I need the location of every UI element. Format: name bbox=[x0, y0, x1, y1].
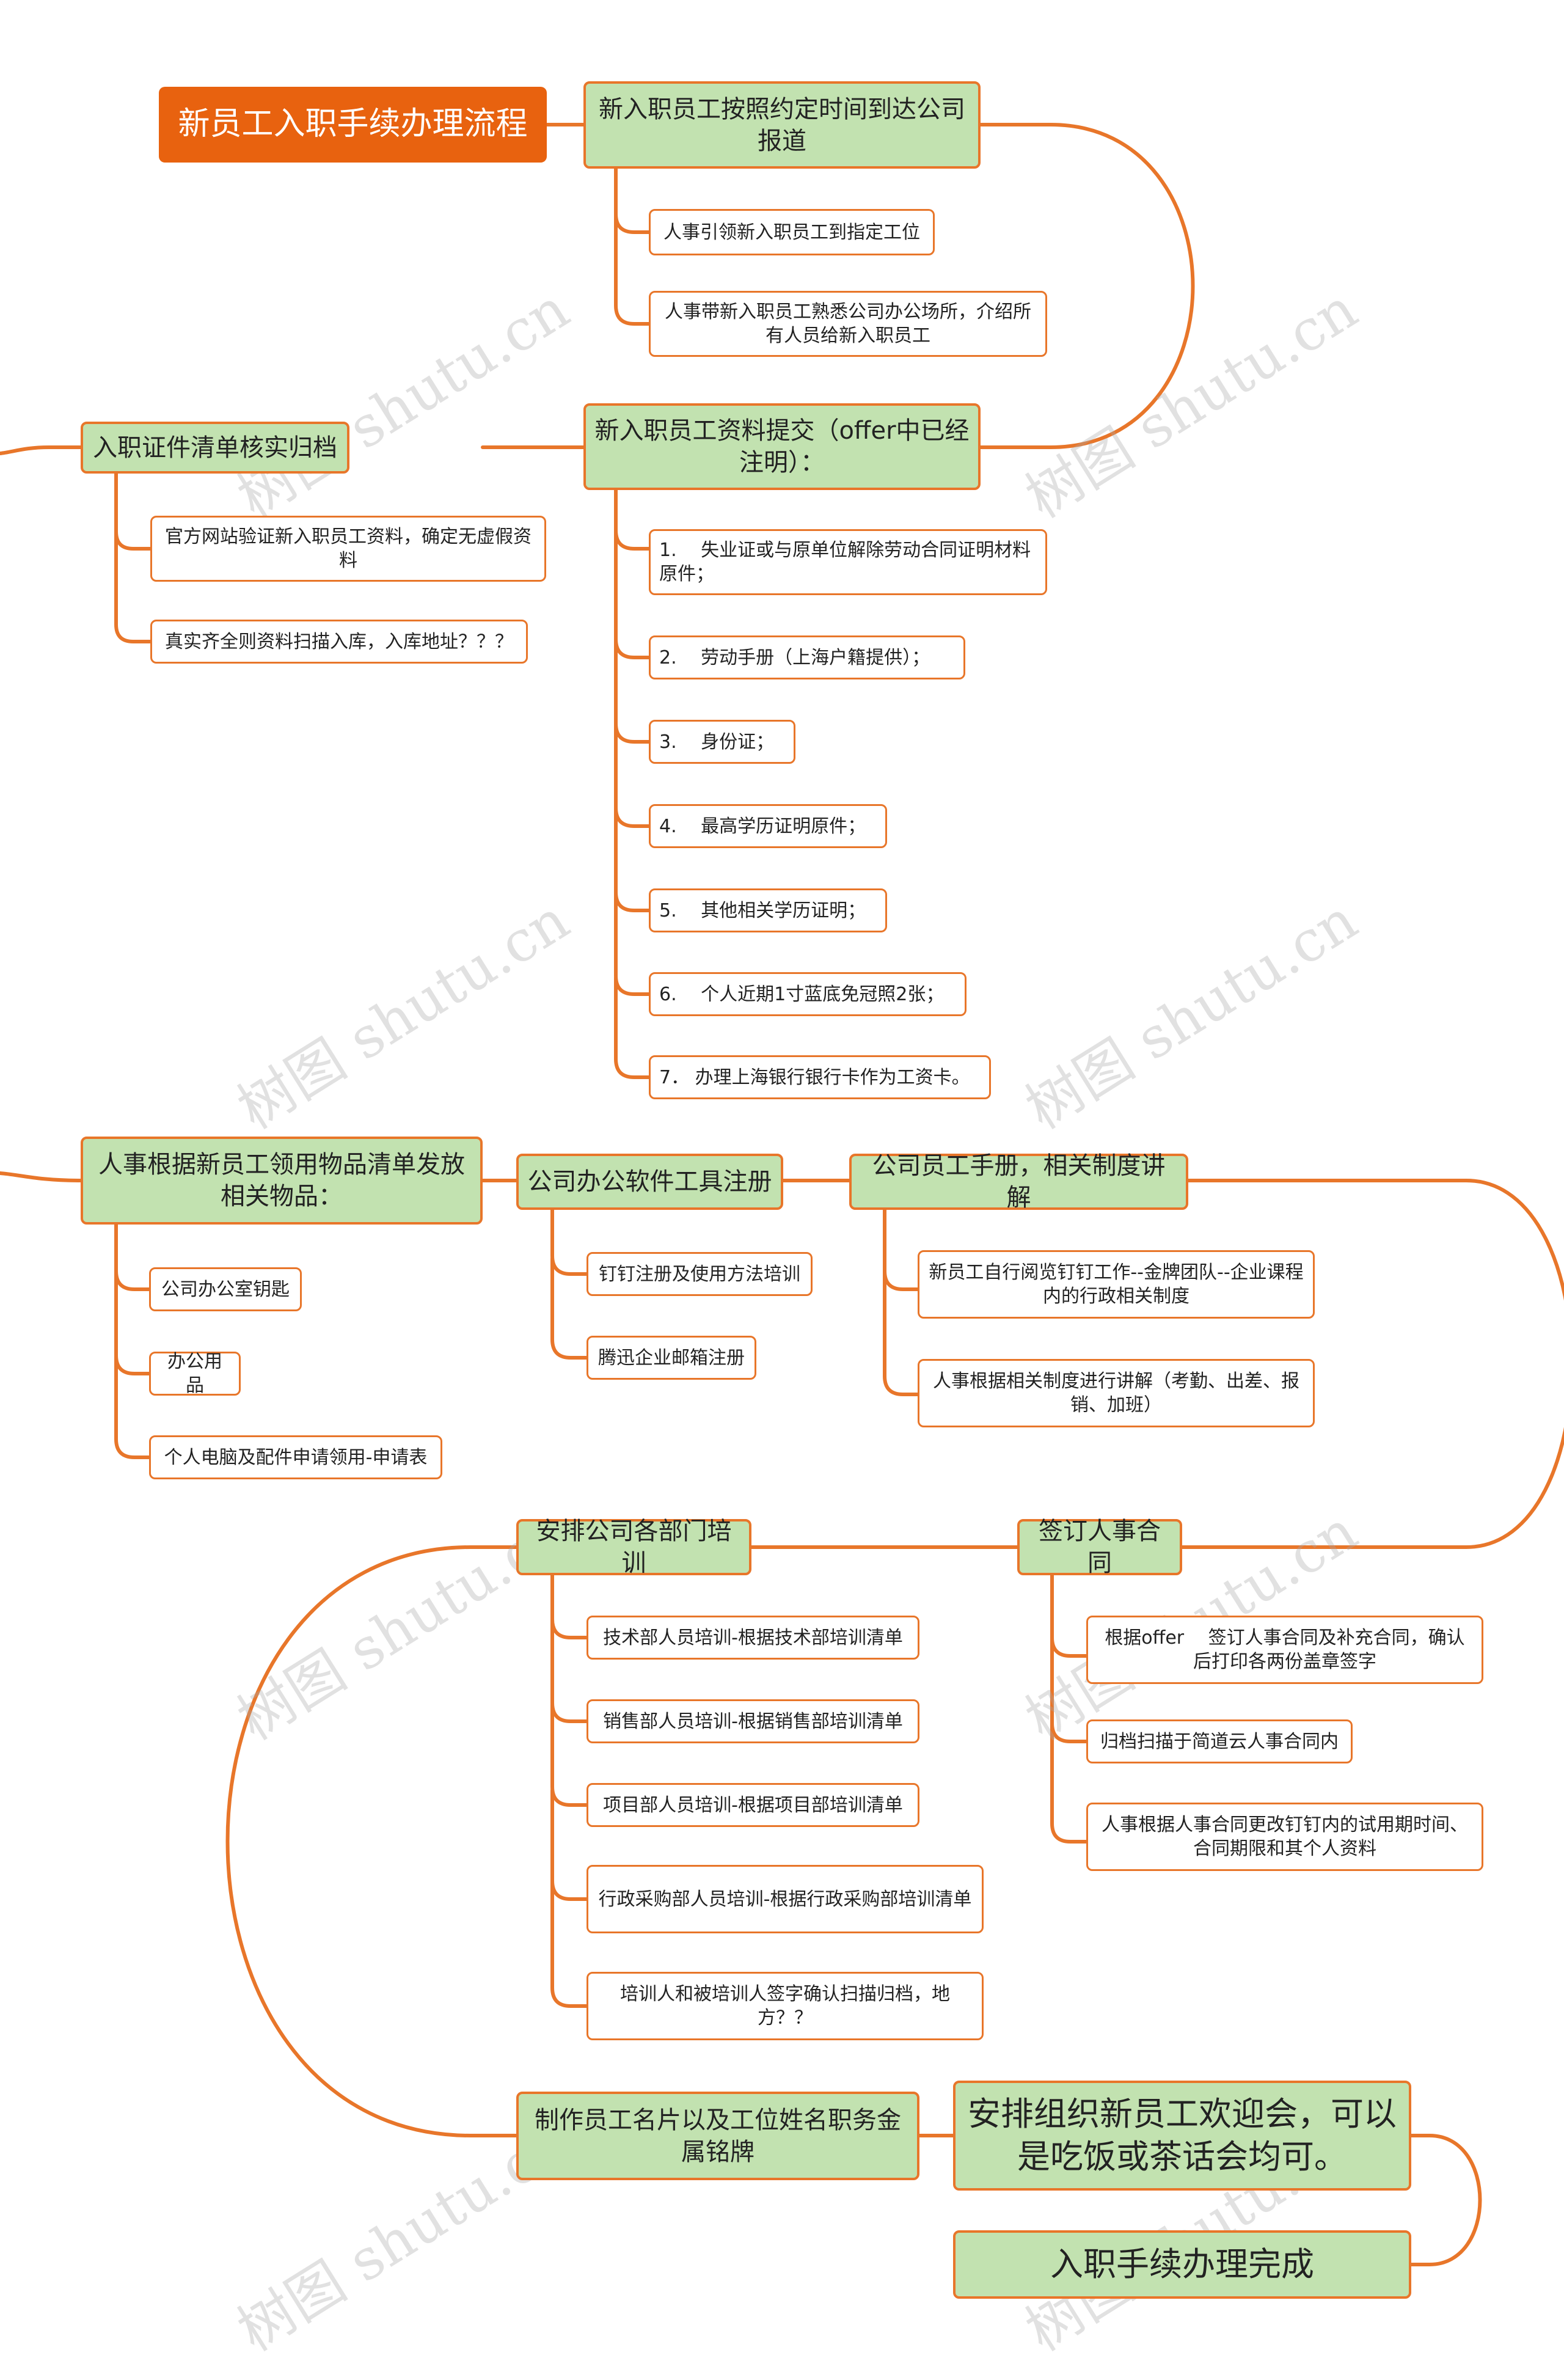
submit-item: 4. 最高学历证明原件； bbox=[649, 804, 887, 848]
archive-item: 官方网站验证新入职员工资料，确定无虚假资料 bbox=[150, 516, 546, 582]
step-supplies: 人事根据新员工领用物品清单发放相关物品： bbox=[81, 1137, 483, 1225]
handbook-item: 新员工自行阅览钉钉工作--金牌团队--企业课程内的行政相关制度 bbox=[918, 1250, 1315, 1319]
submit-item: 3. 身份证； bbox=[649, 720, 795, 764]
submit-item: 2. 劳动手册（上海户籍提供）； bbox=[649, 635, 965, 679]
page-title: 新员工入职手续办理流程 bbox=[159, 87, 547, 163]
submit-item: 7． 办理上海银行银行卡作为工资卡。 bbox=[649, 1055, 991, 1099]
handbook-item: 人事根据相关制度进行讲解（考勤、出差、报销、加班） bbox=[918, 1359, 1315, 1427]
step-done: 入职手续办理完成 bbox=[953, 2230, 1411, 2299]
supplies-item: 公司办公室钥匙 bbox=[149, 1267, 302, 1311]
training-item: 销售部人员培训-根据销售部培训清单 bbox=[586, 1699, 919, 1743]
step-handbook: 公司员工手册，相关制度讲解 bbox=[849, 1152, 1188, 1212]
step-arrive: 新入职员工按照约定时间到达公司报道 bbox=[583, 81, 981, 169]
submit-item: 6. 个人近期1寸蓝底免冠照2张； bbox=[649, 972, 967, 1016]
contract-item: 根据offer 签订人事合同及补充合同，确认后打印各两份盖章签字 bbox=[1086, 1616, 1483, 1684]
arrive-item: 人事引领新入职员工到指定工位 bbox=[649, 209, 935, 255]
step-submit: 新入职员工资料提交（offer中已经注明）： bbox=[583, 403, 981, 490]
training-item: 技术部人员培训-根据技术部培训清单 bbox=[586, 1616, 919, 1660]
submit-item: 5. 其他相关学历证明； bbox=[649, 888, 887, 932]
training-item: 行政采购部人员培训-根据行政采购部培训清单 bbox=[586, 1865, 984, 1933]
step-software: 公司办公软件工具注册 bbox=[516, 1154, 783, 1210]
step-training: 安排公司各部门培训 bbox=[516, 1517, 751, 1577]
software-item: 钉钉注册及使用方法培训 bbox=[586, 1252, 813, 1296]
step-archive: 入职证件清单核实归档 bbox=[81, 422, 349, 474]
step-welcome: 安排组织新员工欢迎会，可以是吃饭或茶话会均可。 bbox=[953, 2081, 1411, 2191]
arrive-item: 人事带新入职员工熟悉公司办公场所，介绍所有人员给新入职员工 bbox=[649, 291, 1047, 357]
training-item: 项目部人员培训-根据项目部培训清单 bbox=[586, 1783, 919, 1827]
training-item: 培训人和被培训人签字确认扫描归档，地方？？ bbox=[586, 1972, 984, 2040]
contract-item: 归档扫描于简道云人事合同内 bbox=[1086, 1719, 1353, 1763]
contract-item: 人事根据人事合同更改钉钉内的试用期时间、合同期限和其个人资料 bbox=[1086, 1803, 1483, 1871]
submit-item: 1. 失业证或与原单位解除劳动合同证明材料原件； bbox=[649, 529, 1047, 595]
archive-item: 真实齐全则资料扫描入库，入库地址？？？ bbox=[150, 620, 528, 664]
step-nameplate: 制作员工名片以及工位姓名职务金属铭牌 bbox=[516, 2092, 919, 2180]
step-contract: 签订人事合同 bbox=[1017, 1517, 1182, 1577]
supplies-item: 办公用品 bbox=[149, 1351, 241, 1396]
software-item: 腾迅企业邮箱注册 bbox=[586, 1336, 756, 1380]
supplies-item: 个人电脑及配件申请领用-申请表 bbox=[149, 1435, 442, 1479]
